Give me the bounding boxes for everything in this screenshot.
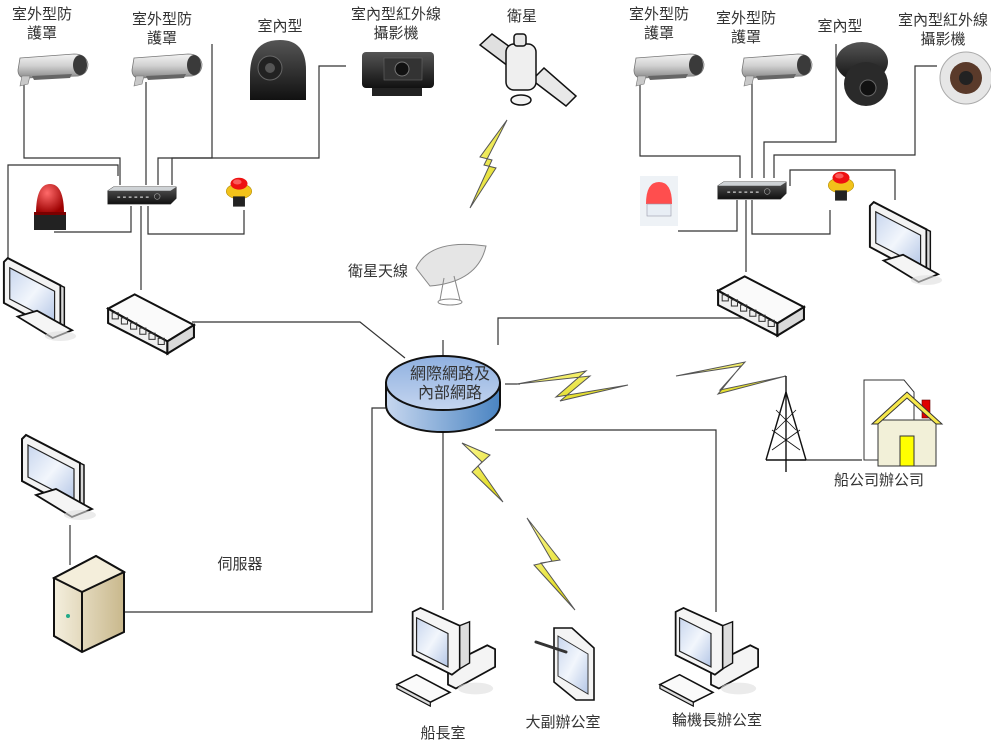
outdoor-housing-camera-icon xyxy=(131,53,203,87)
wireless-signal-icon xyxy=(461,361,787,611)
desktop-computer-icon xyxy=(659,607,760,708)
alarm-light-icon xyxy=(640,176,678,226)
company-office-icon xyxy=(863,379,944,467)
dome-camera-icon xyxy=(836,42,888,106)
chief-engineer-office-label: 輪機長辦公室 xyxy=(671,711,762,729)
camera-label: 室外型防護罩 xyxy=(131,10,192,47)
dvr-icon xyxy=(107,186,177,205)
monitor-icon xyxy=(2,257,78,343)
satellite-dish-icon xyxy=(415,243,487,306)
monitor-icon xyxy=(868,201,944,287)
radio-tower-icon xyxy=(765,376,807,472)
indoor-camera-icon xyxy=(250,40,306,100)
alarm-light-icon xyxy=(34,184,66,230)
camera-label: 室內型 xyxy=(257,17,303,35)
infrared-bullet-camera-icon xyxy=(939,51,991,105)
connection-lines xyxy=(7,44,937,613)
tablet-icon xyxy=(534,627,595,701)
network-label: 網際網路及內部網路 xyxy=(409,364,490,402)
satellite-label: 衛星 xyxy=(506,7,537,25)
emergency-button-icon xyxy=(225,177,253,208)
chief-officer-office-label: 大副辦公室 xyxy=(525,713,601,731)
outdoor-housing-camera-icon xyxy=(633,53,705,87)
network-hub xyxy=(385,355,501,433)
infrared-camera-icon xyxy=(362,52,434,96)
network-switch-icon xyxy=(716,275,806,337)
camera-label: 室內型紅外線攝影機 xyxy=(350,5,441,42)
server-icon xyxy=(51,554,127,654)
wireless-signal-icon xyxy=(469,119,508,209)
emergency-button-icon xyxy=(827,171,855,202)
camera-label: 室外型防護罩 xyxy=(715,9,776,46)
captain-room-label: 船長室 xyxy=(420,724,466,742)
camera-label: 室內型 xyxy=(817,17,863,35)
outdoor-housing-camera-icon xyxy=(741,53,813,87)
server-label: 伺服器 xyxy=(217,555,263,573)
outdoor-housing-camera-icon xyxy=(17,53,89,87)
desktop-computer-icon xyxy=(396,607,497,708)
monitor-icon xyxy=(20,433,98,522)
camera-label: 室外型防護罩 xyxy=(628,5,689,42)
camera-label: 室外型防護罩 xyxy=(11,5,72,42)
network-switch-icon xyxy=(106,293,196,355)
satellite-icon xyxy=(478,33,578,107)
company-office-label: 船公司辦公司 xyxy=(833,471,924,489)
dvr-icon xyxy=(717,181,787,200)
antenna-label: 衛星天線 xyxy=(347,262,408,280)
camera-label: 室內型紅外線攝影機 xyxy=(897,11,988,48)
